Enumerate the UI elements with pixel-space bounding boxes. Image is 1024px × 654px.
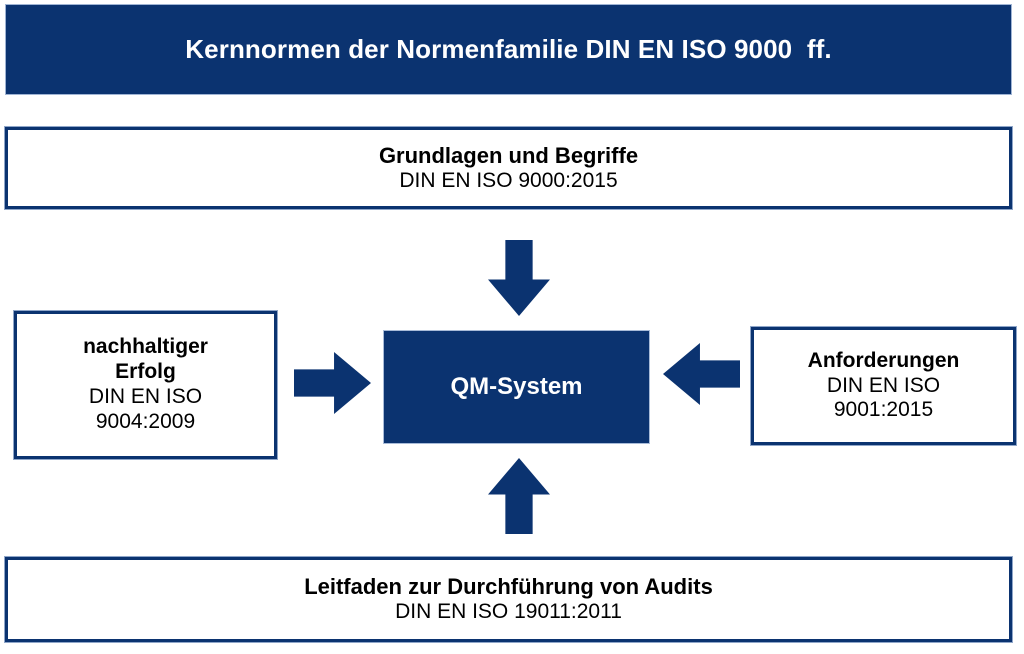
box-left-standard-line2: 9004:2009	[95, 409, 196, 433]
box-center-label: QM-System	[450, 373, 583, 400]
box-right-heading: Anforderungen	[807, 348, 960, 372]
box-grundlagen-und-begriffe: Grundlagen und Begriffe DIN EN ISO 9000:…	[4, 126, 1013, 210]
box-top-standard: DIN EN ISO 9000:2015	[399, 168, 618, 192]
box-left-standard-line1: DIN EN ISO	[88, 385, 203, 408]
box-leitfaden-audits: Leitfaden zur Durchführung von Audits DI…	[4, 556, 1013, 643]
box-bottom-heading: Leitfaden zur Durchführung von Audits	[304, 574, 713, 600]
box-left-heading-line2: Erfolg	[115, 360, 176, 384]
box-anforderungen: Anforderungen DIN EN ISO 9001:2015	[750, 326, 1017, 446]
box-bottom-standard: DIN EN ISO 19011:2011	[395, 600, 622, 624]
box-left-heading-line1: nachhaltiger	[83, 335, 208, 359]
box-right-standard-line1: DIN EN ISO	[826, 373, 941, 397]
box-top-heading: Grundlagen und Begriffe	[378, 142, 639, 168]
box-right-standard-line2: 9001:2015	[833, 398, 934, 422]
diagram-title-text: Kernnormen der Normenfamilie DIN EN ISO …	[185, 34, 832, 64]
diagram-title-banner: Kernnormen der Normenfamilie DIN EN ISO …	[5, 4, 1012, 95]
arrow-left-icon	[663, 343, 740, 405]
arrow-right-icon	[294, 352, 371, 414]
box-qm-system: QM-System	[383, 330, 650, 444]
box-nachhaltiger-erfolg: nachhaltiger Erfolg DIN EN ISO 9004:2009	[13, 310, 278, 460]
arrow-up-icon	[488, 458, 550, 534]
arrow-down-icon	[488, 240, 550, 316]
